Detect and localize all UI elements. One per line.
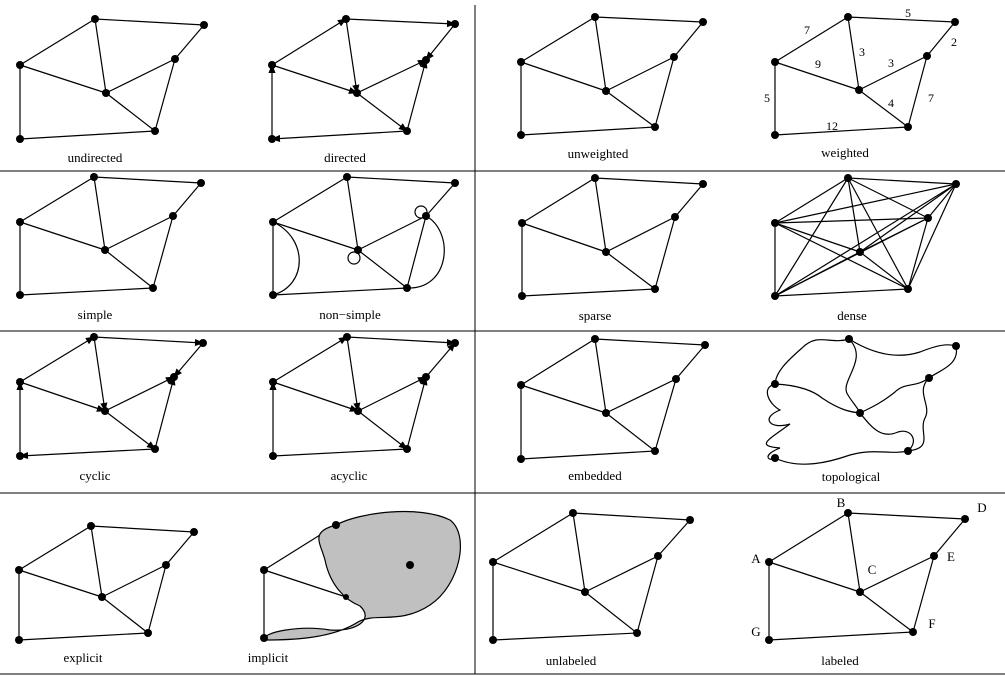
caption-embedded: embedded [568,468,622,483]
graph-labeled [765,509,969,644]
graph-weighted [771,13,959,139]
graph-unlabeled [489,509,694,644]
caption-simple: simple [78,307,113,322]
caption-weighted: weighted [821,145,869,160]
caption-labeled: labeled [821,653,859,668]
graph-topological [765,335,960,465]
vertex-labels: A B C D E F G [751,495,986,639]
graph-non-simple [269,173,459,299]
caption-cyclic: cyclic [79,468,110,483]
vertex-label-c: C [868,562,877,577]
graph-cyclic [16,333,207,460]
weight-label: 9 [815,57,821,71]
graph-sparse [518,174,707,300]
graph-directed [268,15,459,143]
weight-label: 4 [888,96,894,110]
edge-weights: 7 5 2 9 3 3 5 4 7 12 [764,6,957,133]
weight-label: 2 [951,35,957,49]
graph-acyclic [269,333,459,460]
graph-explicit [15,522,198,644]
weight-label: 12 [826,119,838,133]
graph-unweighted [517,13,707,139]
caption-explicit: explicit [64,650,103,665]
grid-lines [0,5,1005,675]
caption-sparse: sparse [579,308,612,323]
caption-unweighted: unweighted [568,146,629,161]
caption-acyclic: acyclic [331,468,368,483]
weight-label: 5 [764,91,770,105]
weight-label: 7 [804,23,810,37]
vertex-label-a: A [751,551,761,566]
weight-label: 5 [905,6,911,20]
vertex-label-b: B [837,495,846,510]
vertex-label-f: F [928,616,935,631]
weight-label: 3 [859,45,865,59]
graph-simple [16,173,205,299]
caption-unlabeled: unlabeled [546,653,597,668]
weight-label: 3 [888,56,894,70]
graph-implicit [260,510,461,642]
caption-directed: directed [324,150,366,165]
caption-non-simple: non−simple [319,307,381,322]
caption-undirected: undirected [68,150,123,165]
vertex-label-d: D [977,500,986,515]
caption-topological: topological [822,469,881,484]
graph-undirected [16,15,208,143]
caption-implicit: implicit [248,650,289,665]
weight-label: 7 [928,91,934,105]
graph-dense [771,174,960,300]
caption-dense: dense [837,308,867,323]
vertex-label-e: E [947,549,955,564]
graph-embedded [517,335,709,463]
vertex-label-g: G [751,624,760,639]
